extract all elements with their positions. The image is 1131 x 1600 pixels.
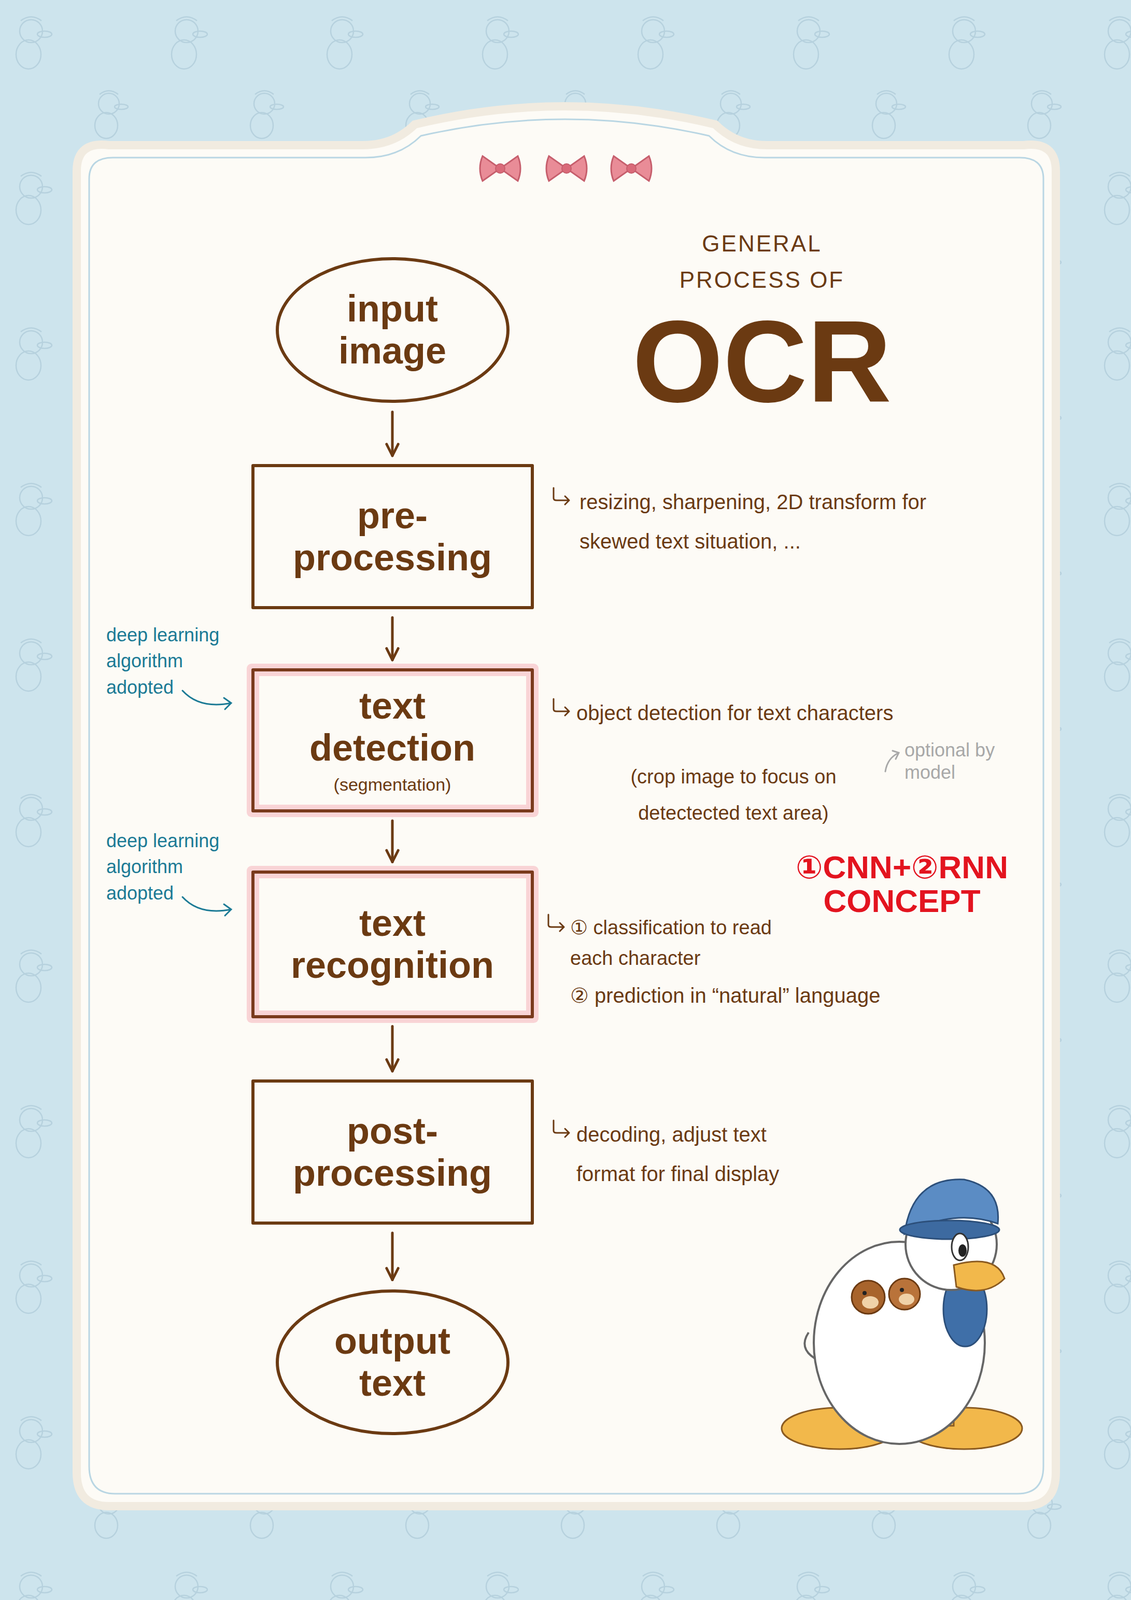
node-text-group: output text <box>314 1319 471 1404</box>
flow-arrow <box>391 1232 394 1280</box>
ellipse-outline <box>277 258 508 402</box>
bows <box>561 163 572 174</box>
leader-arrows <box>182 896 232 916</box>
process-box: pre-processing <box>251 463 534 610</box>
node-text-group: pre-processing <box>283 494 502 578</box>
node-text-group: input image <box>314 287 471 372</box>
start-ellipse: input image <box>274 256 511 404</box>
duck-illustration <box>951 1233 969 1261</box>
node-text-group: text detection (segmentation) <box>283 684 502 796</box>
duck-illustration <box>898 1293 915 1305</box>
node-label: post-processing <box>283 1109 502 1194</box>
node-text-group: post-processing <box>283 1109 502 1194</box>
annotation: (crop image to focus on detectected text… <box>583 758 884 832</box>
optional-note: optional by model <box>904 738 1024 784</box>
leader-arrows <box>182 690 232 916</box>
annotation: resizing, sharpening, 2D transform for s… <box>579 482 974 561</box>
bows <box>626 163 636 174</box>
process-box: text recognition <box>251 870 534 1019</box>
node-label: input image <box>314 287 471 372</box>
duck-illustration <box>899 1220 1000 1239</box>
duck-illustration <box>958 1243 967 1257</box>
diagram-title: OCR <box>621 303 902 420</box>
duck-illustration <box>781 1179 1023 1449</box>
process-box: text detection (segmentation) <box>251 668 534 813</box>
concept-note: ①CNN+②RNN CONCEPT <box>777 850 1027 918</box>
bows <box>479 156 652 181</box>
annotation: ① classification to read each character <box>570 912 799 974</box>
duck-illustration <box>899 1287 904 1292</box>
card <box>76 106 1056 1506</box>
duck-illustration <box>953 1261 1005 1291</box>
duck-illustration <box>888 1278 921 1310</box>
bows <box>611 156 652 181</box>
hook-arrows <box>548 487 570 1137</box>
duck-illustration <box>851 1280 885 1314</box>
hook-arrows <box>553 1120 570 1137</box>
side-note: deep learning algorithm adopted <box>106 621 236 701</box>
node-text-group: text recognition <box>283 901 502 986</box>
annotation: decoding, adjust text format for final d… <box>576 1114 784 1194</box>
flow-arrow <box>391 617 394 660</box>
optional-arrow <box>885 750 899 772</box>
leader-arrows <box>182 690 232 710</box>
annotation: ② prediction in “natural” language <box>570 979 1037 1011</box>
node-label: text detection <box>283 684 502 769</box>
card-inner-line <box>89 119 1044 1494</box>
node-label: text recognition <box>283 901 502 986</box>
duck-illustration <box>862 1290 867 1295</box>
flow-arrow <box>391 412 394 457</box>
bows <box>611 156 652 181</box>
duck-illustration <box>861 1295 879 1309</box>
annotation: object detection for text characters <box>576 697 1043 729</box>
hook-arrows <box>553 487 570 505</box>
bows <box>546 156 587 181</box>
node-label: output text <box>314 1319 471 1404</box>
bows <box>546 156 587 181</box>
node-sublabel: (segmentation) <box>283 772 502 796</box>
hook-arrows <box>548 914 564 931</box>
optional-arrow <box>885 750 899 772</box>
node-label: pre-processing <box>283 494 502 578</box>
end-ellipse: output text <box>274 1288 511 1436</box>
bows <box>495 163 505 174</box>
bows <box>479 156 521 181</box>
flow-arrow <box>391 1026 394 1072</box>
bows <box>479 156 521 181</box>
process-box: post-processing <box>251 1079 534 1225</box>
hook-arrows <box>553 698 570 716</box>
duck-illustration <box>804 1332 815 1359</box>
flow-arrow <box>391 820 394 862</box>
subtitle: GENERAL PROCESS OF <box>673 225 851 299</box>
side-note: deep learning algorithm adopted <box>106 827 236 907</box>
ellipse-outline <box>277 1290 508 1434</box>
